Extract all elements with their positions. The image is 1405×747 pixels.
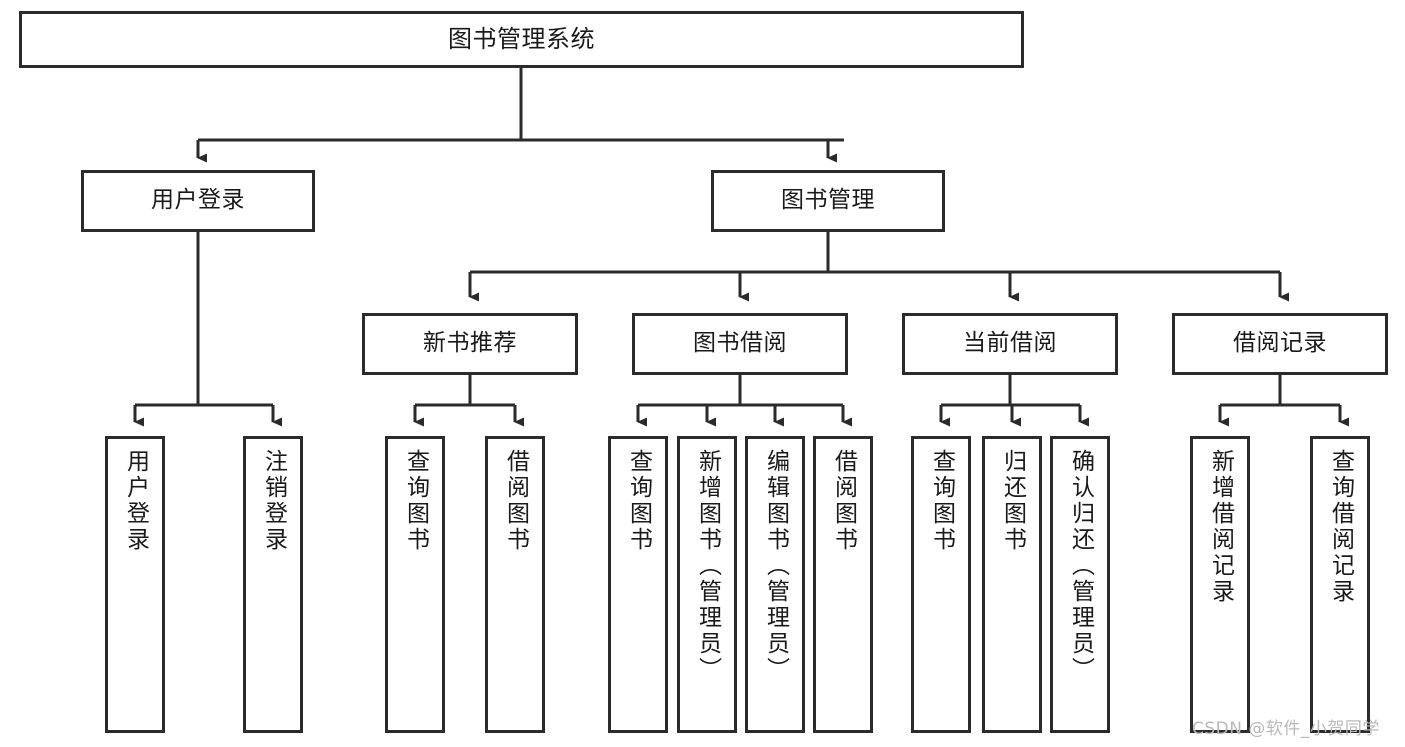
- watermark-text: CSDN @软件_小贺同学: [1192, 719, 1380, 739]
- node-label: 查询图书: [625, 449, 652, 553]
- node-label: 编辑图书（管理员）: [762, 449, 789, 683]
- node-label: 新书推荐: [423, 330, 517, 357]
- node-label: 用户登录: [151, 187, 245, 214]
- node-leaf-add-book-admin[interactable]: 新增图书（管理员）: [677, 436, 737, 733]
- node-leaf-query-book-borrow[interactable]: 查询图书: [608, 436, 668, 733]
- node-current-borrow[interactable]: 当前借阅: [902, 313, 1118, 375]
- node-label: 查询图书: [928, 449, 955, 553]
- node-label: 借阅记录: [1233, 330, 1327, 357]
- node-leaf-query-borrow-record[interactable]: 查询借阅记录: [1310, 436, 1370, 733]
- node-label: 用户登录: [122, 449, 149, 553]
- node-label: 新增图书（管理员）: [694, 449, 721, 683]
- node-leaf-return-book[interactable]: 归还图书: [982, 436, 1042, 733]
- node-label: 查询借阅记录: [1327, 449, 1354, 605]
- node-leaf-logout[interactable]: 注销登录: [243, 436, 303, 733]
- node-label: 注销登录: [260, 449, 287, 553]
- node-label: 当前借阅: [963, 330, 1057, 357]
- node-leaf-borrow-book-recommend[interactable]: 借阅图书: [485, 436, 545, 733]
- node-book-management[interactable]: 图书管理: [711, 170, 945, 232]
- node-label: 确认归还（管理员）: [1067, 449, 1094, 683]
- node-leaf-borrow-book[interactable]: 借阅图书: [813, 436, 873, 733]
- node-new-book-recommend[interactable]: 新书推荐: [362, 313, 578, 375]
- node-label: 图书借阅: [693, 330, 787, 357]
- node-borrow-record[interactable]: 借阅记录: [1172, 313, 1388, 375]
- node-leaf-query-book-recommend[interactable]: 查询图书: [385, 436, 445, 733]
- node-label: 归还图书: [999, 449, 1026, 553]
- node-label: 查询图书: [402, 449, 429, 553]
- node-leaf-query-book-current[interactable]: 查询图书: [911, 436, 971, 733]
- node-label: 借阅图书: [502, 449, 529, 553]
- node-book-management-system[interactable]: 图书管理系统: [19, 11, 1024, 68]
- node-leaf-edit-book-admin[interactable]: 编辑图书（管理员）: [745, 436, 805, 733]
- node-label: 新增借阅记录: [1207, 449, 1234, 605]
- node-leaf-user-login[interactable]: 用户登录: [105, 436, 165, 733]
- node-user-login[interactable]: 用户登录: [81, 170, 315, 232]
- node-book-borrow[interactable]: 图书借阅: [632, 313, 848, 375]
- node-leaf-add-borrow-record[interactable]: 新增借阅记录: [1190, 436, 1250, 733]
- node-label: 图书管理系统: [448, 25, 595, 54]
- node-label: 借阅图书: [830, 449, 857, 553]
- node-label: 图书管理: [781, 187, 875, 214]
- node-leaf-confirm-return-admin[interactable]: 确认归还（管理员）: [1050, 436, 1110, 733]
